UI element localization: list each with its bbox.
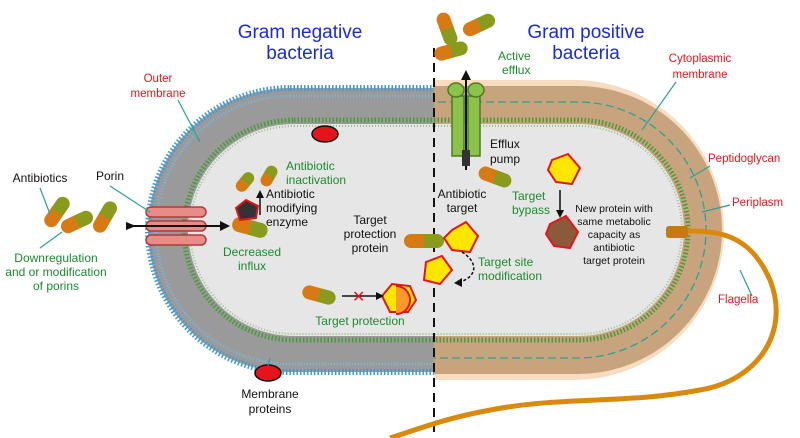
- target-site-modification-label-2: modification: [478, 269, 542, 283]
- flagella-strand: [389, 228, 779, 438]
- new-protein-label-1: New protein with: [575, 203, 653, 215]
- membrane-protein-top: [311, 125, 339, 143]
- active-efflux-label-2: efflux: [502, 63, 530, 77]
- efflux-pump: [447, 70, 485, 170]
- decreased-influx-label-1: Decreased: [223, 245, 281, 259]
- porin-label: Porin: [96, 169, 124, 183]
- cytoplasmic-membrane-label-1: Cytoplasmic: [669, 53, 732, 65]
- antibiotic-inactivation-label-1: Antibiotic: [286, 159, 335, 173]
- modifying-enzyme-shape: [234, 198, 260, 222]
- downregulation-label-2: and or modification: [5, 265, 106, 279]
- antibiotic-target-label-2: target: [447, 201, 478, 215]
- outer-membrane-label-2: membrane: [131, 88, 186, 100]
- modifying-enzyme-label-3: enzyme: [266, 215, 308, 229]
- membrane-protein-bottom: [254, 364, 282, 382]
- gram-negative-title-1: Gram negative: [238, 22, 363, 43]
- svg-text:✕: ✕: [352, 289, 365, 306]
- target-site-modification-label-1: Target site: [478, 255, 534, 269]
- target-protection-shape: ✕: [342, 282, 418, 315]
- membrane-proteins-label-1: Membrane: [241, 387, 299, 401]
- decreased-influx-label-2: influx: [238, 259, 266, 273]
- antibiotic-capsules: [44, 12, 512, 305]
- downregulation-label-1: Downregulation: [14, 251, 97, 265]
- active-efflux-label-1: Active: [498, 49, 531, 63]
- flagella-base: [666, 226, 688, 238]
- outer-membrane-label-1: Outer: [144, 73, 173, 85]
- antibiotic-target-label-1: Antibiotic: [438, 187, 487, 201]
- flagella-label: Flagella: [718, 294, 759, 306]
- porin-channel: [126, 206, 230, 246]
- new-protein-label-4: antibiotic: [593, 242, 634, 254]
- peptidoglycan-label: Peptidoglycan: [708, 153, 780, 165]
- downregulation-label-3: of porins: [33, 279, 79, 293]
- modifying-enzyme-label-2: modifying: [266, 201, 317, 215]
- gram-negative-title-2: bacteria: [266, 43, 334, 64]
- leader-lines: [39, 81, 753, 367]
- gram-positive-title-1: Gram positive: [527, 22, 644, 43]
- gram-positive-title-2: bacteria: [552, 43, 620, 64]
- modifying-enzyme-label-1: Antibiotic: [266, 187, 315, 201]
- antibiotics-label: Antibiotics: [13, 171, 68, 185]
- target-bypass-label-2: bypass: [512, 203, 550, 217]
- antibiotic-inactivation-label-2: inactivation: [286, 173, 346, 187]
- target-protection-protein-label-1: Target: [353, 213, 387, 227]
- target-protection-protein-label-2: protection: [344, 227, 397, 241]
- efflux-pump-label-1: Efflux: [490, 137, 520, 151]
- new-protein-label-3: capacity as: [588, 229, 641, 241]
- target-protection-label: Target protection: [315, 314, 404, 328]
- new-protein-label-5: target protein: [583, 255, 645, 267]
- target-protection-protein-label-3: protein: [352, 241, 389, 255]
- periplasm-label: Periplasm: [732, 197, 783, 209]
- new-protein-label-2: same metabolic: [577, 216, 651, 228]
- efflux-pump-label-2: pump: [490, 152, 520, 166]
- cytoplasmic-membrane-label-2: membrane: [673, 69, 728, 81]
- membrane-proteins-label-2: proteins: [249, 402, 292, 416]
- antibiotic-target-shapes: [422, 152, 582, 287]
- target-bypass-label-1: Target: [512, 189, 546, 203]
